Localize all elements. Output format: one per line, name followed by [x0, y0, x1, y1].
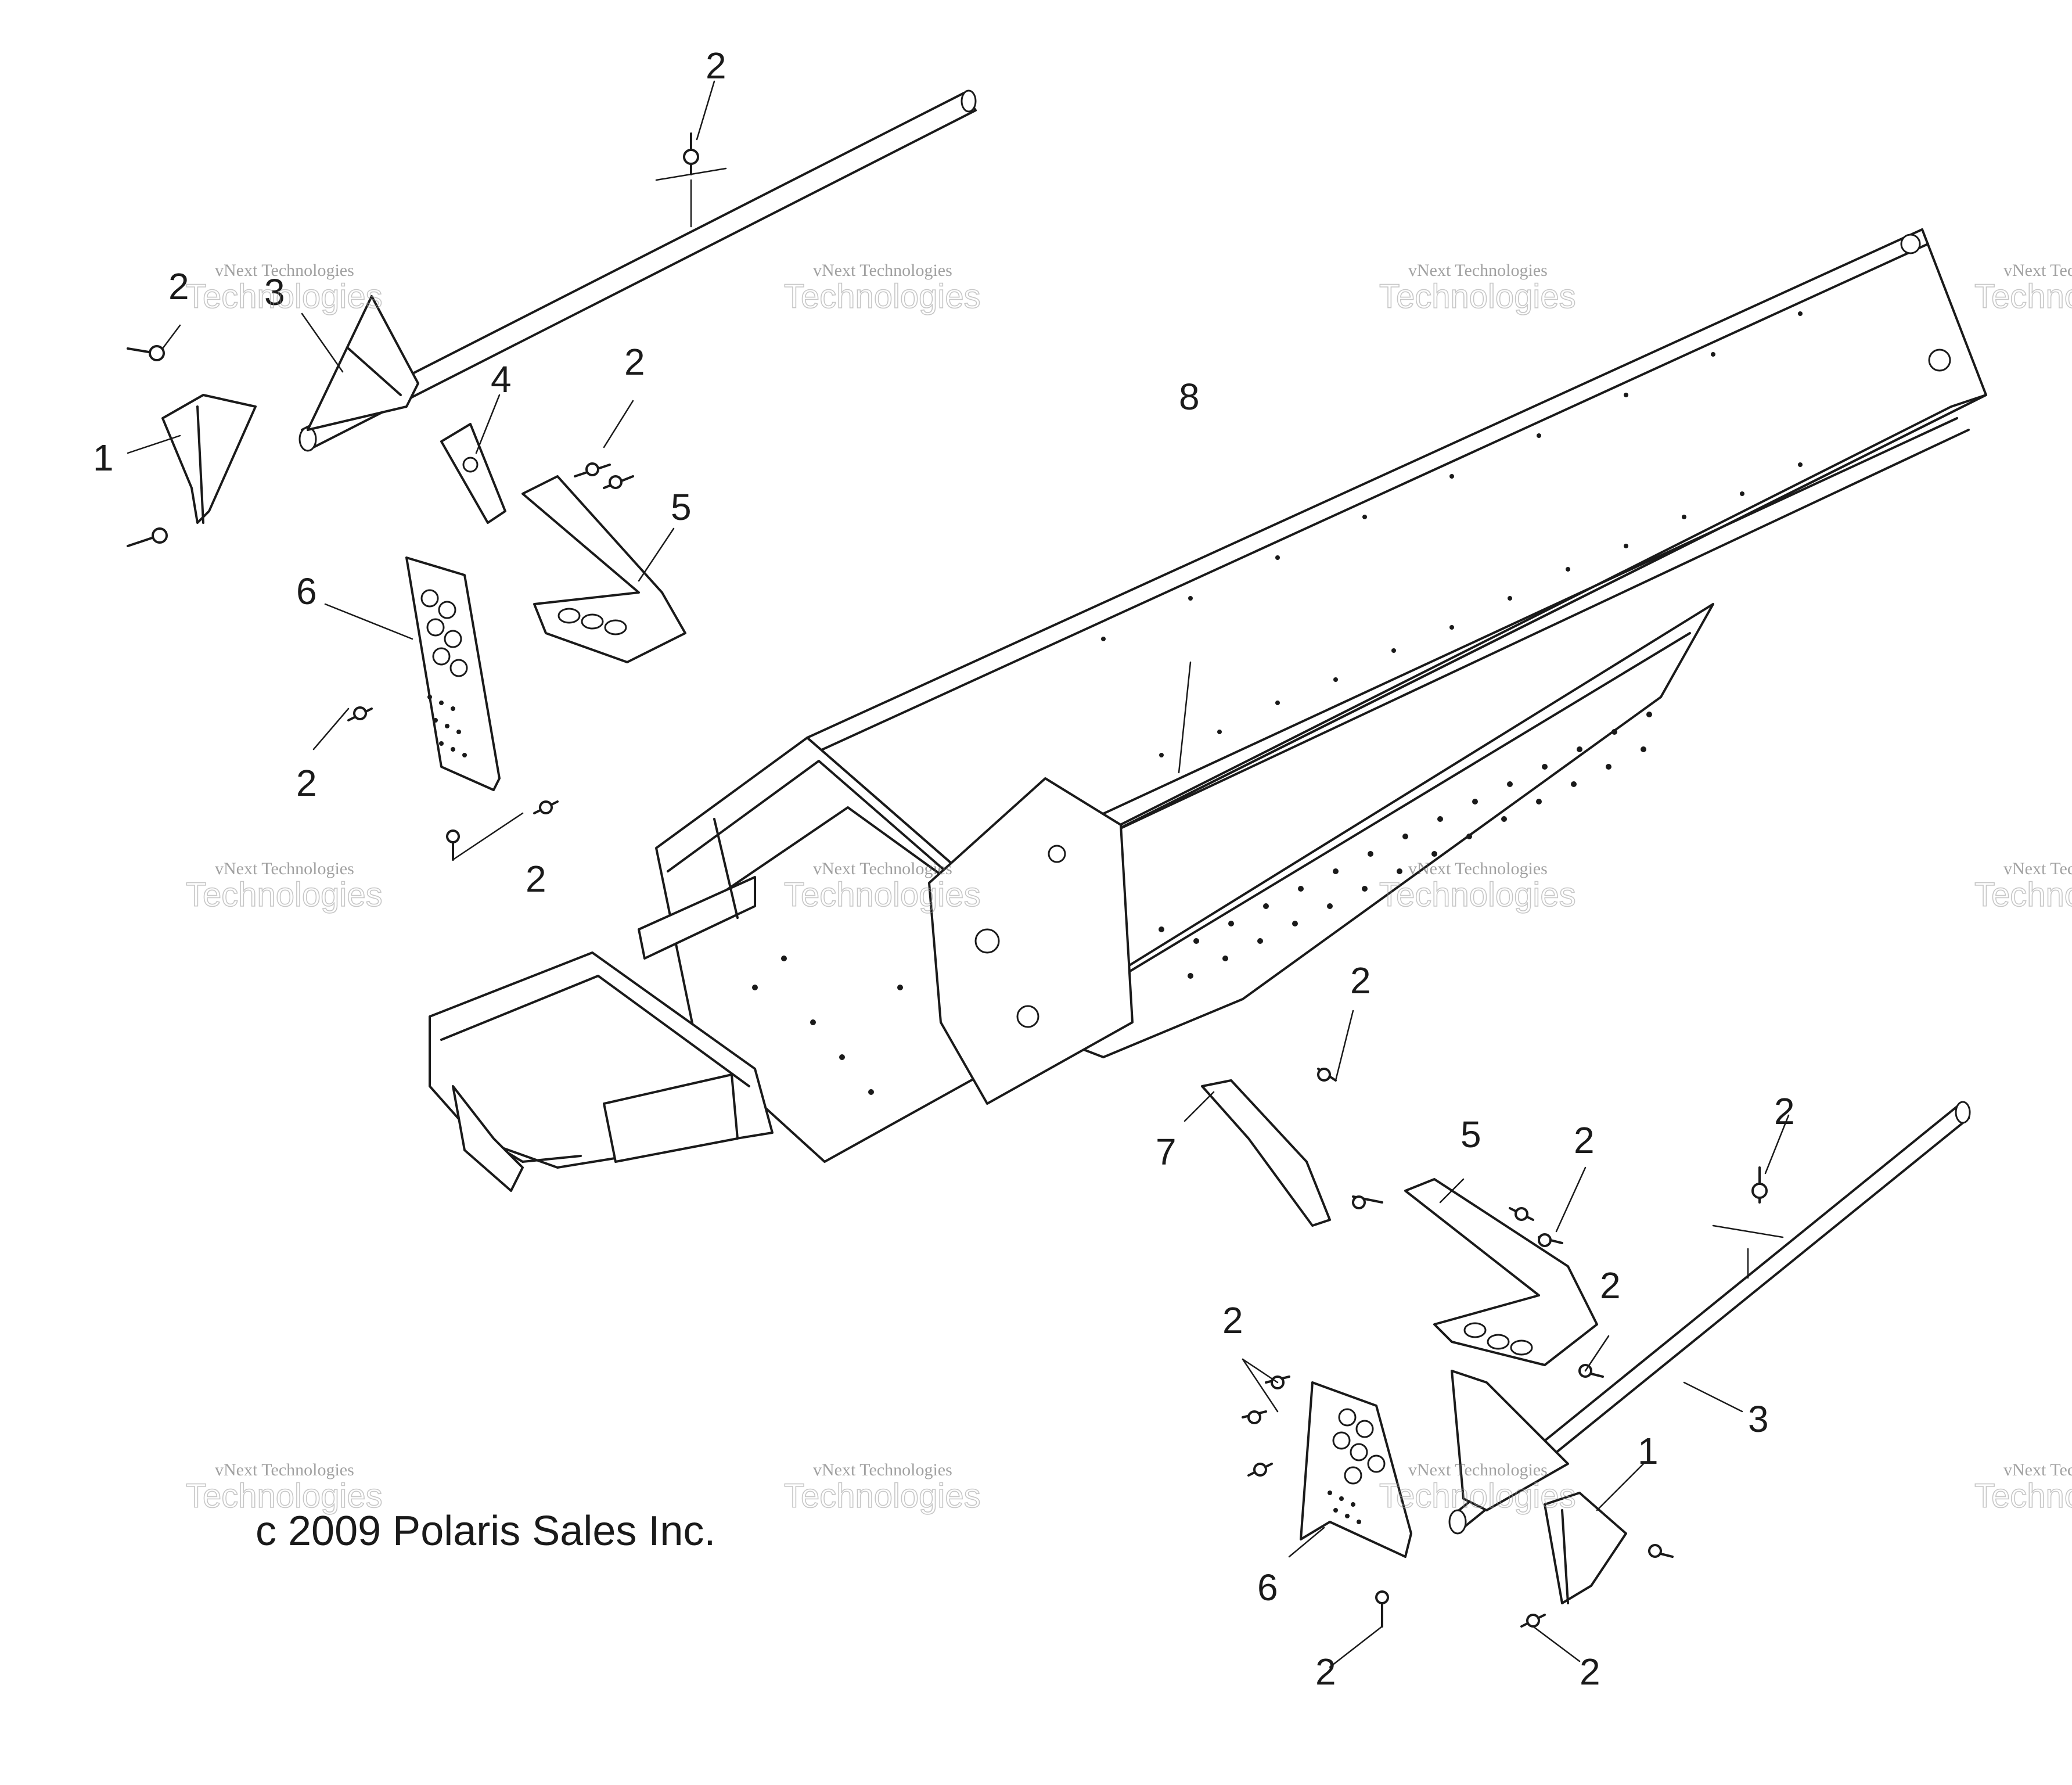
svg-text:vNext Technologies: vNext Technologies — [215, 261, 354, 280]
watermark: vNext Technologies Technologies — [185, 859, 383, 914]
tunnel-assembly — [429, 228, 1987, 1192]
watermark: vNext Technologies Technologies — [1974, 859, 2072, 914]
callout-label: 2 — [296, 762, 317, 804]
svg-text:vNext Technologies: vNext Technologies — [2003, 1460, 2072, 1479]
watermark: vNext Technologies Technologies — [1379, 261, 1576, 316]
callout-label: 6 — [296, 570, 317, 612]
svg-text:Technologies: Technologies — [1974, 278, 2072, 315]
fasteners-lower-right — [1242, 1068, 1768, 1628]
callout-label: 8 — [1179, 376, 1200, 418]
fasteners-upper-left — [127, 132, 699, 861]
callout-label: 2 — [1350, 960, 1371, 1001]
svg-text:vNext Technologies: vNext Technologies — [215, 1460, 354, 1479]
callout-label: 2 — [706, 45, 726, 87]
callout-label: 2 — [1774, 1090, 1795, 1132]
svg-text:Technologies: Technologies — [1379, 1477, 1576, 1515]
svg-text:vNext Technologies: vNext Technologies — [215, 859, 354, 878]
watermark: vNext Technologies Technologies — [1379, 1460, 1576, 1515]
svg-text:Technologies: Technologies — [186, 876, 383, 914]
callout-label: 5 — [671, 486, 692, 528]
svg-text:Technologies: Technologies — [186, 278, 383, 315]
callout-label: 2 — [624, 341, 645, 383]
callout-label: 2 — [1574, 1119, 1595, 1161]
callout-label: 1 — [1638, 1430, 1659, 1472]
svg-text:Technologies: Technologies — [1379, 278, 1576, 315]
svg-text:Technologies: Technologies — [784, 1477, 981, 1515]
svg-text:Technologies: Technologies — [1974, 1477, 2072, 1515]
callout-label: 1 — [93, 437, 114, 479]
svg-text:Technologies: Technologies — [1379, 876, 1576, 914]
callout-label: 2 — [168, 265, 189, 307]
svg-text:Technologies: Technologies — [784, 876, 981, 914]
watermark: vNext Technologies Technologies — [1974, 1460, 2072, 1515]
watermark: vNext Technologies Technologies — [1974, 261, 2072, 316]
watermarks: vNext Technologies Technologies vNext Te… — [185, 261, 2072, 1515]
watermark: vNext Technologies Technologies — [185, 261, 383, 316]
svg-text:vNext Technologies: vNext Technologies — [1408, 1460, 1548, 1479]
footrest-holes-left — [420, 589, 468, 677]
svg-text:Technologies: Technologies — [186, 1477, 383, 1515]
svg-text:vNext Technologies: vNext Technologies — [2003, 261, 2072, 280]
callout-label: 7 — [1156, 1131, 1177, 1173]
svg-text:vNext Technologies: vNext Technologies — [1408, 261, 1548, 280]
svg-text:vNext Technologies: vNext Technologies — [813, 859, 952, 878]
callout-label: 2 — [1600, 1265, 1621, 1306]
footrest-holes-right — [1332, 1408, 1386, 1485]
copyright-text: c 2009 Polaris Sales Inc. — [256, 1508, 715, 1554]
svg-text:vNext Technologies: vNext Technologies — [813, 261, 952, 280]
svg-text:Technologies: Technologies — [1974, 876, 2072, 914]
callout-label: 2 — [1315, 1651, 1336, 1693]
watermark: vNext Technologies Technologies — [783, 859, 981, 914]
leader-lines — [127, 80, 1790, 1668]
callout-labels: 2 2 3 1 4 2 5 6 2 2 8 2 7 5 2 2 2 2 3 1 … — [93, 45, 1795, 1693]
callout-label: 6 — [1257, 1567, 1278, 1608]
callout-label: 3 — [1748, 1398, 1769, 1440]
callout-label: 2 — [1222, 1299, 1243, 1341]
lower-right-assembly — [1201, 1068, 1971, 1628]
svg-text:Technologies: Technologies — [784, 278, 981, 315]
watermark: vNext Technologies Technologies — [783, 1460, 981, 1515]
svg-text:vNext Technologies: vNext Technologies — [2003, 859, 2072, 878]
upper-left-assembly — [127, 89, 977, 861]
callout-label: 5 — [1461, 1114, 1481, 1155]
watermark: vNext Technologies Technologies — [185, 1460, 383, 1515]
callout-label: 3 — [264, 271, 285, 313]
watermark: vNext Technologies Technologies — [783, 261, 981, 316]
watermark: vNext Technologies Technologies — [1379, 859, 1576, 914]
callout-label: 4 — [491, 358, 512, 400]
callout-label: 2 — [526, 858, 546, 900]
tunnel-rivets — [752, 311, 1803, 1095]
svg-text:vNext Technologies: vNext Technologies — [1408, 859, 1548, 878]
svg-text:vNext Technologies: vNext Technologies — [813, 1460, 952, 1479]
callout-label: 2 — [1580, 1651, 1600, 1693]
